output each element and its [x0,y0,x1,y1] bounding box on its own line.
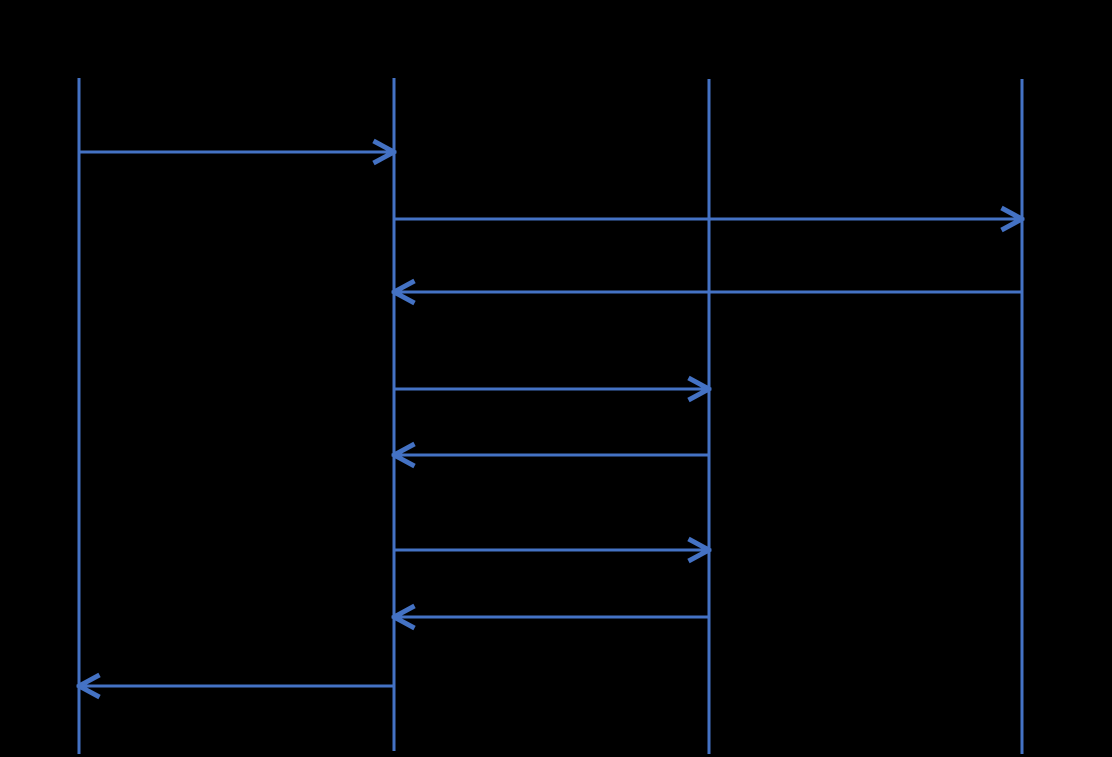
messages-group [79,152,1022,686]
lifelines-group [77,78,1024,754]
